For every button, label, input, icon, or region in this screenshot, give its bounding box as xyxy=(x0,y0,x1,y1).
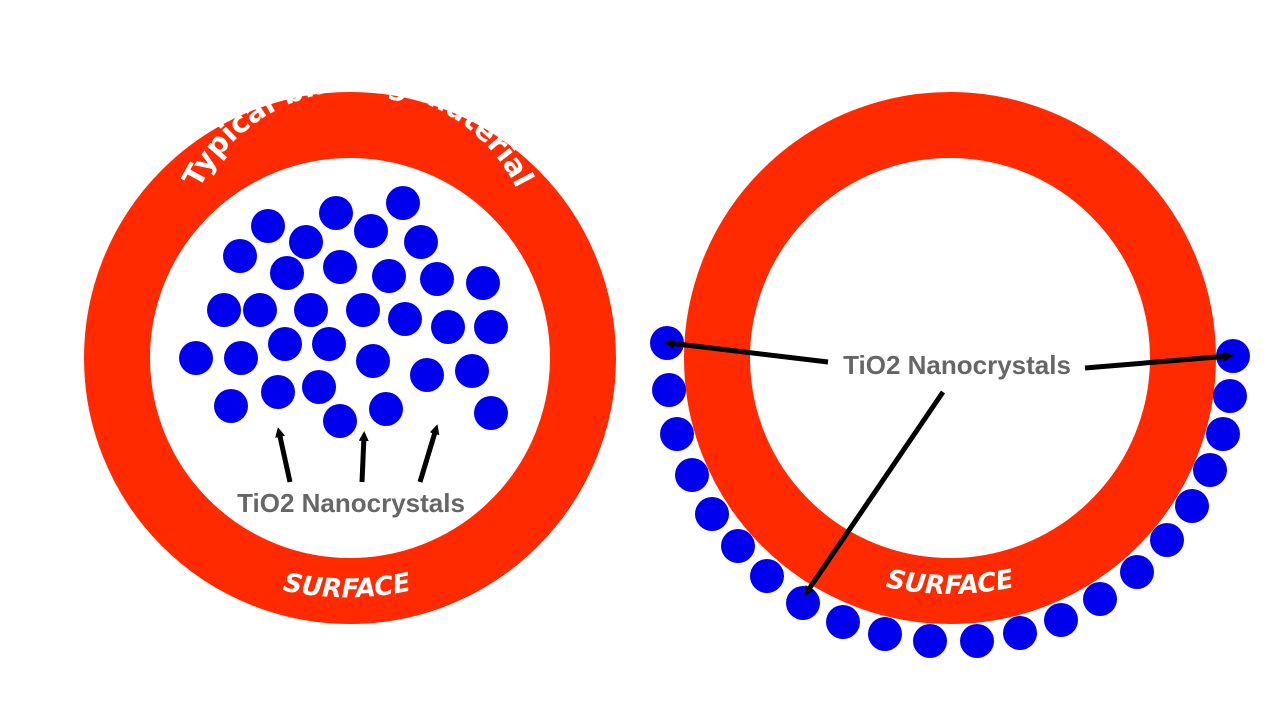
left-particle-31 xyxy=(323,404,357,438)
left-particle-7 xyxy=(223,239,257,273)
right-particle-7 xyxy=(750,559,784,593)
left-particle-12 xyxy=(466,266,500,300)
right-particle-17 xyxy=(1150,523,1184,557)
left-particle-11 xyxy=(420,262,454,296)
left-particle-2 xyxy=(319,196,353,230)
left-particle-14 xyxy=(243,293,277,327)
left-particle-22 xyxy=(179,341,213,375)
left-particle-13 xyxy=(207,293,241,327)
right-arrow-down xyxy=(804,390,946,597)
left-particle-3 xyxy=(251,209,285,243)
left-particle-20 xyxy=(268,327,302,361)
right-particle-15 xyxy=(1083,582,1117,616)
right-particle-6 xyxy=(721,529,755,563)
left-particle-16 xyxy=(346,293,380,327)
left-arrow-2 xyxy=(358,431,369,483)
right-panel: FN Nano binding material SURFACE TiO2 Na… xyxy=(650,4,1250,658)
left-particle-19 xyxy=(474,310,508,344)
left-particle-4 xyxy=(354,214,388,248)
left-particle-1 xyxy=(386,186,420,220)
left-particle-10 xyxy=(372,259,406,293)
left-arrow-1 xyxy=(275,427,293,483)
right-arrow-right xyxy=(1084,351,1234,371)
left-particle-24 xyxy=(356,344,390,378)
left-particle-32 xyxy=(474,396,508,430)
right-particle-19 xyxy=(1193,453,1227,487)
left-particle-15 xyxy=(294,293,328,327)
left-particle-6 xyxy=(404,225,438,259)
right-particle-21 xyxy=(1213,379,1247,413)
right-particle-10 xyxy=(868,617,902,651)
right-particle-8 xyxy=(786,586,820,620)
right-particle-18 xyxy=(1175,489,1209,523)
right-particle-5 xyxy=(695,497,729,531)
left-particle-26 xyxy=(410,358,444,392)
left-particle-27 xyxy=(302,370,336,404)
left-particle-25 xyxy=(455,354,489,388)
left-panel: Typical binding material SURFACE TiO2 Na… xyxy=(84,63,616,624)
right-particle-12 xyxy=(960,624,994,658)
left-particle-29 xyxy=(214,389,248,423)
right-particle-9 xyxy=(826,605,860,639)
left-particle-23 xyxy=(224,341,258,375)
right-particle-label: TiO2 Nanocrystals xyxy=(843,350,1071,380)
right-particle-20 xyxy=(1206,417,1240,451)
left-particle-cluster xyxy=(179,186,508,438)
left-particle-8 xyxy=(323,250,357,284)
right-arrow-left xyxy=(664,338,829,365)
right-particle-2 xyxy=(652,373,686,407)
right-particle-4 xyxy=(675,458,709,492)
left-particle-label: TiO2 Nanocrystals xyxy=(237,488,465,518)
left-arrow-3 xyxy=(417,424,440,483)
right-particle-13 xyxy=(1003,616,1037,650)
left-binding-ring xyxy=(84,92,616,624)
left-particle-17 xyxy=(388,302,422,336)
right-particle-11 xyxy=(913,624,947,658)
right-arrows xyxy=(664,338,1234,597)
left-particle-18 xyxy=(431,310,465,344)
left-particle-9 xyxy=(270,256,304,290)
right-particle-chain xyxy=(650,326,1250,658)
right-particle-16 xyxy=(1120,555,1154,589)
left-particle-5 xyxy=(289,225,323,259)
right-particle-14 xyxy=(1044,603,1078,637)
left-particle-28 xyxy=(261,375,295,409)
left-particle-21 xyxy=(312,327,346,361)
left-arrows xyxy=(275,424,440,483)
right-particle-3 xyxy=(660,417,694,451)
left-particle-30 xyxy=(369,392,403,426)
